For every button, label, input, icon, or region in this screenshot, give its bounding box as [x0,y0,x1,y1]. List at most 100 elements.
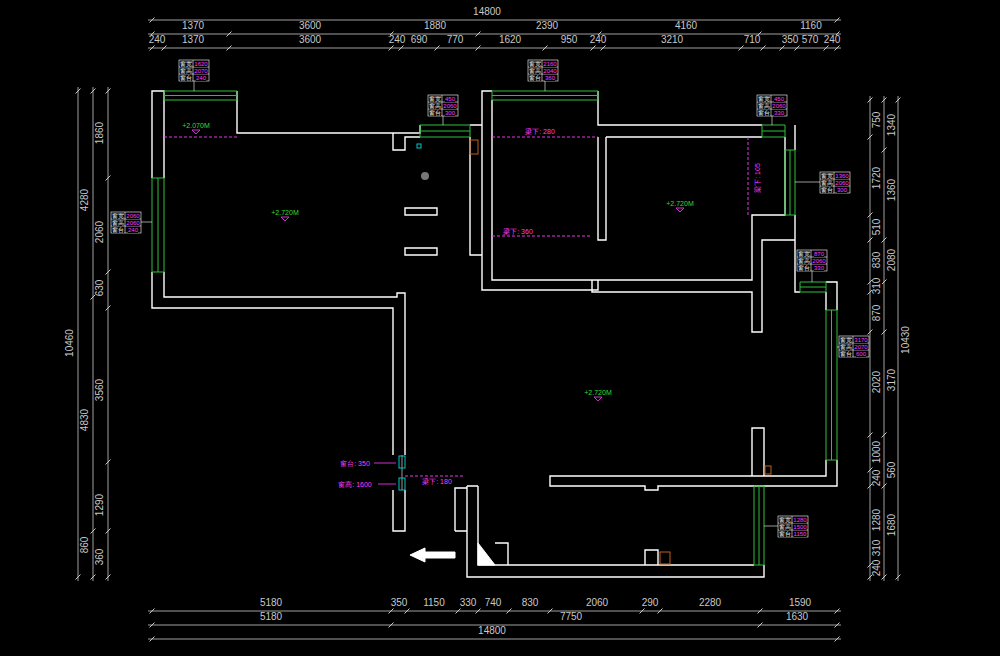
dimension-text: 3170 [887,369,897,391]
window-table [111,212,141,233]
dimension-text: 4280 [80,189,90,211]
dimension-text: 14800 [473,7,501,17]
dimension-text: 240 [824,35,841,45]
window-table-label: 窗台 [180,75,192,81]
window-table-label: 窗高 [821,180,833,186]
note-leaders [374,463,396,484]
window-table-label: 窗宽 [429,96,441,102]
dimension-text: 290 [642,598,659,608]
window-table-value: 600 [856,351,866,357]
dimension-text: 2060 [95,221,105,243]
window-table-label: 窗台 [779,531,791,537]
window-table [778,516,808,537]
window-table-label: 窗宽 [840,337,852,343]
table-frame [839,336,869,357]
window-table-value: 1360 [835,173,848,179]
table-grid [820,172,850,193]
elevation-mark: +2.720M [584,389,611,396]
window-table-value: 2160 [543,61,556,67]
dimension-text: 1860 [95,122,105,144]
window-table-label: 窗高 [180,68,192,74]
pipe-shaft [765,466,771,474]
window-table-value: 2060 [812,258,825,264]
window-table-label: 窗台 [758,110,770,116]
table-grid [428,95,458,116]
window-table-label: 窗宽 [798,251,810,257]
dimension-text: 740 [485,598,502,608]
window-table-label: 窗高 [429,103,441,109]
window-table-value: 2070 [854,344,867,350]
beam-lines [164,137,748,476]
window-table-value: 1150 [794,531,807,537]
dimension-text: 240 [149,35,166,45]
dimension-text: 3210 [661,35,683,45]
beam-note: 窗台: 350 [340,460,370,467]
entry-arrow [410,548,455,562]
dimension-text: 950 [561,35,578,45]
dimension-text: 1620 [499,35,521,45]
table-grid [839,336,869,357]
dimension-text: 1370 [182,21,204,31]
window-table-value: 2060 [835,180,848,186]
dimension-text: 750 [872,112,882,129]
window-table-label: 窗高 [779,524,791,530]
window-table-label: 窗宽 [180,61,192,67]
table-frame [428,95,458,116]
beam-note: 梁下: 105 [754,163,761,193]
door-leaf [399,478,405,490]
table-frame [797,250,827,271]
elevation-markers [192,130,684,401]
dimension-text: 630 [95,280,105,297]
window-table-value: 1500 [793,524,806,530]
corner-fill [478,543,495,565]
window-table-label: 窗宽 [112,213,124,219]
window-table-label: 窗台 [798,265,810,271]
window-table-label: 窗高 [840,344,852,350]
table-grid [528,60,558,81]
dimension-text: 1000 [872,441,882,463]
dimension-text: 3600 [299,21,321,31]
window-table-value: 330 [814,265,824,271]
window-table [528,60,558,81]
window-table-value: 300 [445,110,455,116]
dimension-text: 310 [872,540,882,557]
window-table-value: 450 [774,96,784,102]
table-grid [111,212,141,233]
dimension-text: 770 [447,35,464,45]
door-line [402,455,403,490]
window-table-value: 2060 [772,103,785,109]
dimension-text: 330 [460,598,477,608]
table-frame [179,60,209,81]
dimension-lines [78,20,898,639]
table-frame [820,172,850,193]
window-table-value: 1620 [194,61,207,67]
dimension-text: 310 [872,278,882,295]
dimension-text: 3600 [299,35,321,45]
table-frame [528,60,558,81]
dimension-text: 1150 [423,598,445,608]
dimension-text: 830 [872,252,882,269]
fixture-square [417,144,421,148]
pipe-shaft [470,140,478,154]
dimension-ticks [76,18,901,642]
window-table-value: 240 [128,227,138,233]
window-table-value: 2060 [126,213,139,219]
dimension-text: 4160 [675,21,697,31]
window-table-value: 1280 [793,517,806,523]
window-table-value: 2060 [126,220,139,226]
dimension-text: 3560 [95,379,105,401]
dimension-text: 240 [872,560,882,577]
window-table [757,95,787,116]
window-table-label: 窗台 [112,227,124,233]
dimension-text: 14800 [478,626,506,636]
door-leaf [399,456,405,468]
dimension-text: 4830 [80,409,90,431]
dimension-text: 2080 [887,249,897,271]
window-table-label: 窗高 [798,258,810,264]
table-frame [757,95,787,116]
dimension-text: 690 [411,35,428,45]
beam-note: 梁下: 360 [503,228,533,235]
window-table-value: 870 [814,251,824,257]
window-table [428,95,458,116]
